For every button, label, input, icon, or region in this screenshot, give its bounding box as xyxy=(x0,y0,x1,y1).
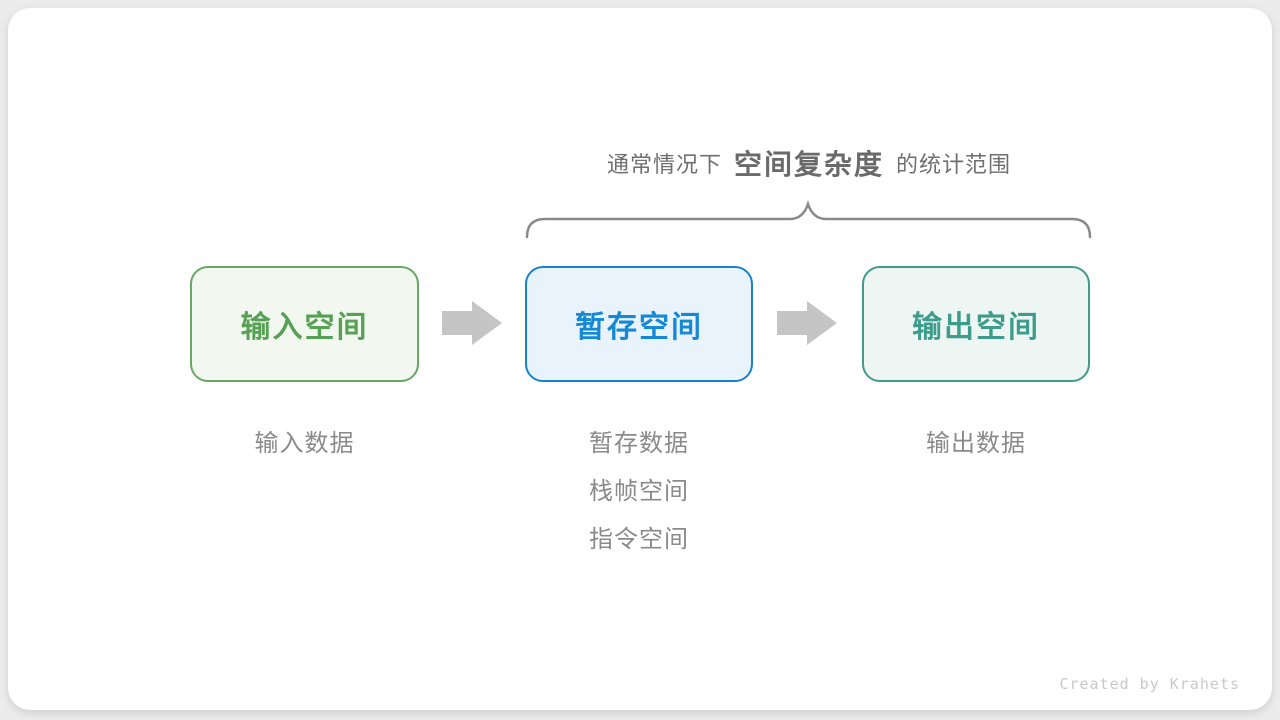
input-annotations: 输入数据 xyxy=(190,416,419,464)
annotation-item: 指令空间 xyxy=(589,525,689,553)
arrow-right-icon xyxy=(442,301,502,345)
arrow-right-icon xyxy=(777,301,837,345)
buffer-annotations: 暂存数据 栈帧空间 指令空间 xyxy=(525,416,753,560)
brace-icon xyxy=(525,200,1092,239)
annotation-item: 输入数据 xyxy=(254,429,355,457)
diagram-title: 通常情况下 空间复杂度 的统计范围 xyxy=(520,141,1098,185)
output-annotations: 输出数据 xyxy=(862,416,1090,464)
input-space-box: 输入空间 xyxy=(190,266,419,382)
output-space-label: 输出空间 xyxy=(912,311,1040,344)
title-prefix: 通常情况下 xyxy=(606,152,722,177)
buffer-space-box: 暂存空间 xyxy=(525,266,753,382)
annotation-item: 输出数据 xyxy=(926,429,1026,457)
title-suffix: 的统计范围 xyxy=(896,152,1012,177)
annotation-item: 暂存数据 xyxy=(589,429,689,457)
annotation-item: 栈帧空间 xyxy=(589,477,689,505)
buffer-space-label: 暂存空间 xyxy=(575,311,703,344)
output-space-box: 输出空间 xyxy=(862,266,1090,382)
input-space-label: 输入空间 xyxy=(240,311,369,344)
credit-text: Created by Krahets xyxy=(1059,675,1240,693)
title-highlight-space-complexity: 空间复杂度 xyxy=(733,149,884,180)
